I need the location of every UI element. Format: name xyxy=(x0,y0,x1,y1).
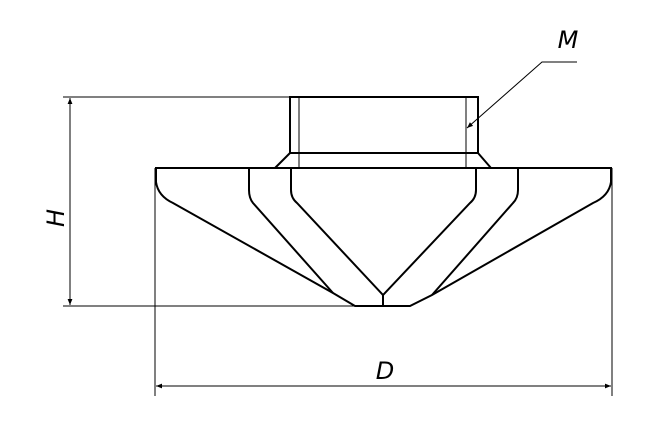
middle-profile-right xyxy=(431,168,519,296)
label-height: H xyxy=(42,209,70,227)
threaded-boss xyxy=(289,96,479,154)
boss-chamfer xyxy=(274,152,492,169)
label-thread: M xyxy=(558,26,579,54)
middle-profile-left xyxy=(248,168,334,294)
thread-leader xyxy=(466,61,577,129)
label-diameter: D xyxy=(376,357,394,385)
dimension-d xyxy=(154,168,613,396)
inner-profile xyxy=(290,168,477,306)
dimension-h xyxy=(63,96,355,307)
part-outline xyxy=(155,96,612,307)
outer-profile xyxy=(155,168,612,307)
thread-lines xyxy=(298,97,467,168)
